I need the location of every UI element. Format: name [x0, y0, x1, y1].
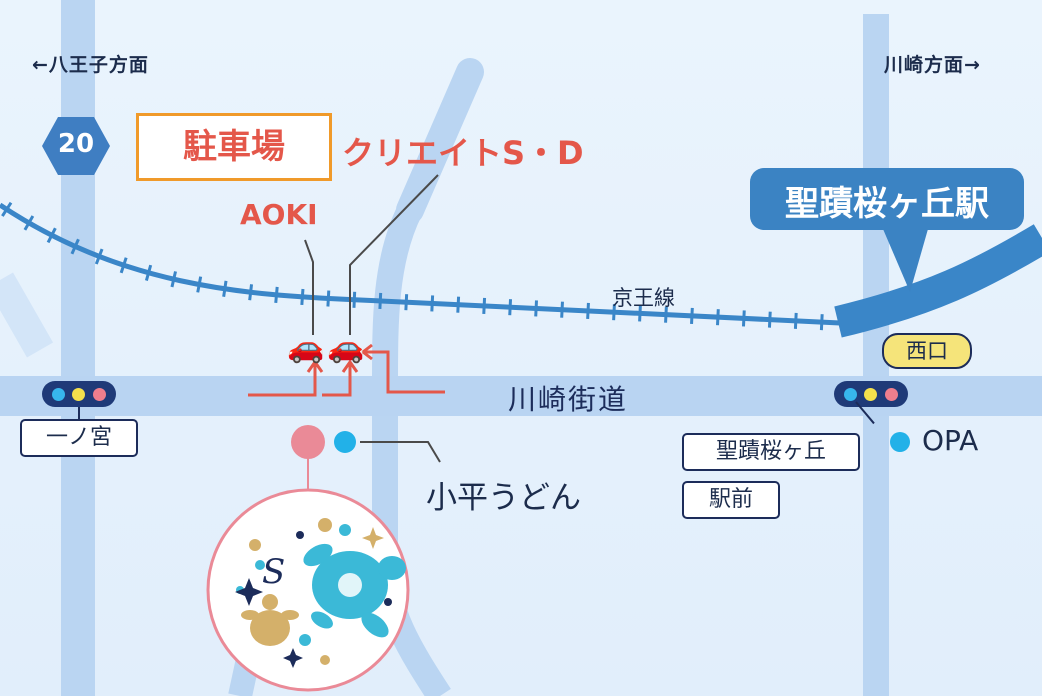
railway-tie [326, 290, 331, 307]
intersection-ichinomiya: 一ノ宮 [20, 419, 138, 457]
railway-tie [767, 311, 772, 328]
udon-leader-line [360, 441, 441, 463]
railway-tie [404, 294, 409, 311]
railway-tie [560, 301, 564, 318]
direction-hachioji: ←八王子方面 [32, 54, 149, 76]
traffic-light-icon [42, 381, 116, 407]
railway-tie [222, 280, 228, 297]
minor-road [0, 272, 54, 358]
route-20-badge: 20 [40, 115, 112, 177]
railway-line [0, 202, 841, 326]
intersection-seiseki-line1: 聖蹟桜ヶ丘 [682, 433, 860, 471]
railway-tie [430, 295, 435, 312]
opa-label: OPA [922, 424, 979, 457]
road-label: 川崎街道 [508, 383, 629, 416]
direction-kawasaki: 川崎方面→ [884, 54, 981, 76]
railway-tie [482, 297, 487, 315]
railway-tie [508, 299, 513, 316]
turtle-logo-icon [235, 518, 406, 668]
red-car-icon: 🚗 [327, 330, 365, 365]
entrance-arrows [248, 343, 445, 397]
udon-label: 小平うどん [426, 480, 581, 516]
railway-tie [456, 296, 461, 313]
railway-tie [170, 271, 177, 288]
railway-tie [690, 307, 694, 324]
aoki-label: AOKI [240, 198, 318, 231]
opa-marker [890, 432, 910, 452]
station-callout-box [750, 168, 1024, 230]
railway-tie [46, 227, 57, 244]
railway-ties [1, 201, 824, 331]
railway-tie [716, 309, 720, 326]
diagonal-road-upper [396, 58, 484, 224]
railway-tie [144, 264, 153, 281]
railway-tie [819, 314, 824, 331]
shop-pin [291, 425, 325, 459]
railway-tie [586, 302, 590, 319]
railway-tie [638, 305, 642, 322]
station-platform [834, 224, 1042, 338]
create-sd-label: クリエイトS・D [342, 134, 584, 172]
hexagon-shape [42, 117, 110, 175]
red-car-icon: 🚗 [287, 330, 325, 365]
aoki-leader-line [304, 239, 314, 335]
railway-tie [248, 284, 254, 301]
route-number: 20 [57, 129, 95, 159]
railway-tie [23, 215, 35, 231]
light-stem [78, 407, 80, 419]
railway-tie [94, 248, 104, 265]
create-leader-line [349, 174, 439, 335]
railway-tie [300, 288, 305, 306]
parking-label: 駐車場 [183, 127, 285, 167]
udon-marker [334, 431, 356, 453]
west-exit-label: 西口 [906, 339, 948, 363]
railway-tie [352, 291, 357, 308]
railway-tie [534, 300, 538, 317]
railway-tie [378, 292, 383, 310]
parking-box: 駐車場 [136, 113, 332, 181]
railway-tie [741, 310, 746, 327]
railway-tie [274, 286, 279, 304]
station-callout-tail [880, 222, 930, 292]
traffic-light-icon [834, 381, 908, 407]
railway-tie [612, 304, 616, 321]
station-label: 聖蹟桜ヶ丘駅 [785, 184, 989, 224]
railway-label: 京王線 [612, 286, 675, 310]
railway-tie [119, 257, 128, 274]
railway-tie [664, 306, 668, 323]
railway-tie [1, 201, 13, 217]
railway-tie [196, 276, 203, 293]
shop-logo-letter: S [262, 552, 286, 592]
west-exit-badge: 西口 [882, 333, 972, 369]
intersection-seiseki-line2: 駅前 [682, 481, 780, 519]
railway-tie [793, 312, 798, 329]
railway-tie [70, 238, 80, 255]
